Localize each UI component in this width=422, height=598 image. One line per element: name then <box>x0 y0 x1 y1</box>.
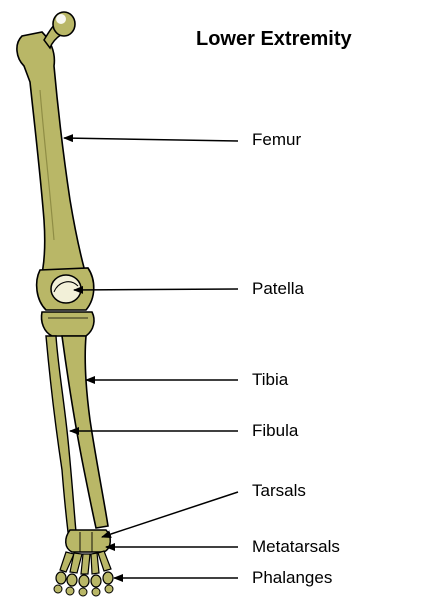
label-tibia: Tibia <box>252 370 288 390</box>
label-femur: Femur <box>252 130 301 150</box>
tarsals-bones <box>66 530 111 552</box>
phalanges-bones <box>54 572 113 596</box>
patella-bone <box>51 275 81 303</box>
patella-arrow <box>74 289 238 290</box>
label-phalanges: Phalanges <box>252 568 332 588</box>
label-metatarsals: Metatarsals <box>252 537 340 557</box>
label-patella: Patella <box>252 279 304 299</box>
femur-arrow <box>64 138 238 141</box>
label-fibula: Fibula <box>252 421 298 441</box>
label-tarsals: Tarsals <box>252 481 306 501</box>
metatarsals-bones <box>60 551 111 574</box>
diagram-title: Lower Extremity <box>196 28 352 51</box>
tarsals-arrow <box>102 492 238 537</box>
femur-bone <box>17 12 94 310</box>
